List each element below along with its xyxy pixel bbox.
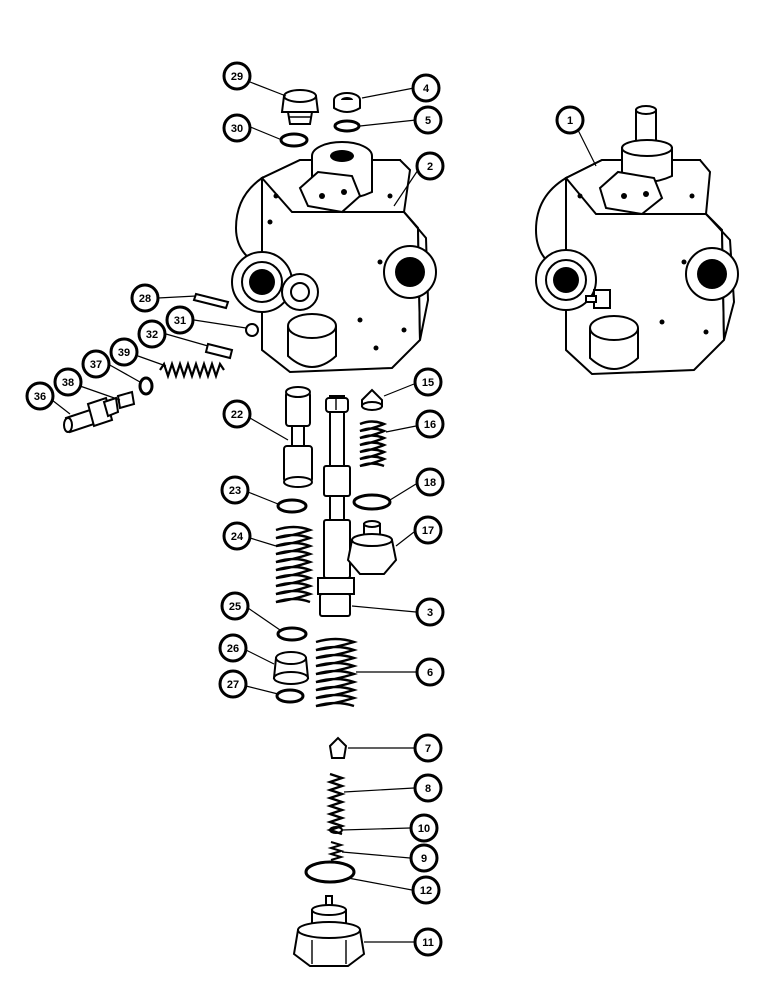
callout-label: 4 (423, 83, 430, 95)
callout-label: 37 (90, 359, 102, 371)
callout-15: 15 (413, 367, 443, 397)
callout-8: 8 (413, 773, 443, 803)
plug-17 (346, 520, 398, 575)
cup-26 (272, 651, 310, 685)
callout-25: 25 (220, 591, 250, 621)
callout-label: 12 (420, 885, 432, 897)
callout-37: 37 (81, 349, 111, 379)
callout-label: 24 (231, 531, 244, 543)
callout-label: 11 (422, 937, 434, 949)
poppet-15 (361, 388, 383, 411)
callout-5: 5 (413, 105, 443, 135)
spring-8 (326, 772, 346, 836)
callout-label: 1 (567, 115, 573, 127)
callout-18: 18 (415, 467, 445, 497)
washer-5 (333, 119, 361, 133)
callout-label: 28 (139, 293, 151, 305)
spring-16 (359, 420, 388, 468)
callout-label: 32 (146, 329, 158, 341)
callout-16: 16 (415, 409, 445, 439)
callout-23: 23 (220, 475, 250, 505)
cap-11 (292, 895, 366, 967)
callout-label: 25 (229, 601, 241, 613)
callout-label: 18 (424, 477, 436, 489)
washer-25 (276, 626, 308, 642)
fitting-36 (63, 396, 120, 434)
spring-24 (275, 525, 314, 604)
callout-label: 38 (62, 377, 74, 389)
callout-label: 22 (231, 409, 243, 421)
callout-label: 7 (425, 743, 431, 755)
callout-label: 5 (425, 115, 431, 127)
valve-body (231, 141, 437, 374)
leader-lines (51, 81, 597, 943)
callout-28: 28 (130, 283, 160, 313)
plunger-32 (204, 342, 234, 360)
callout-label: 2 (427, 161, 433, 173)
callout-label: 23 (229, 485, 241, 497)
o-ring-18 (352, 493, 392, 511)
callout-24: 24 (222, 521, 252, 551)
o-ring-30 (279, 132, 309, 148)
callout-4: 4 (411, 73, 441, 103)
spool-3 (317, 395, 355, 617)
callout-label: 15 (422, 377, 434, 389)
callout-10: 10 (409, 813, 439, 843)
o-ring-12 (304, 860, 356, 884)
callout-label: 26 (227, 643, 239, 655)
callout-label: 6 (427, 667, 433, 679)
callout-6: 6 (415, 657, 445, 687)
callout-label: 39 (118, 347, 130, 359)
callout-36: 36 (25, 381, 55, 411)
callout-30: 30 (222, 113, 252, 143)
callout-label: 9 (421, 853, 427, 865)
callout-label: 8 (425, 783, 431, 795)
nut-4 (333, 92, 361, 113)
plug-29 (280, 89, 320, 125)
poppet-7 (328, 736, 348, 759)
callout-3: 3 (415, 597, 445, 627)
callout-label: 16 (424, 419, 436, 431)
insert-38 (116, 390, 136, 410)
spool-22 (283, 386, 313, 488)
callout-11: 11 (413, 927, 443, 957)
callout-22: 22 (222, 399, 252, 429)
callout-1: 1 (555, 105, 585, 135)
ball-31 (245, 323, 259, 337)
spring-6 (315, 637, 358, 708)
valve-assembly (534, 105, 739, 376)
callout-39: 39 (109, 337, 139, 367)
callout-32: 32 (137, 319, 167, 349)
callout-7: 7 (413, 733, 443, 763)
callout-label: 10 (418, 823, 430, 835)
callout-label: 31 (174, 315, 186, 327)
callout-label: 30 (231, 123, 243, 135)
spring-39 (159, 360, 225, 380)
callout-26: 26 (218, 633, 248, 663)
ring-27 (275, 688, 305, 704)
pin-28 (192, 292, 230, 310)
callout-label: 36 (34, 391, 46, 403)
washer-23 (276, 498, 308, 514)
ring-37 (138, 376, 154, 396)
callout-17: 17 (413, 515, 443, 545)
callout-29: 29 (222, 61, 252, 91)
callout-label: 17 (422, 525, 434, 537)
callout-label: 3 (427, 607, 433, 619)
callout-38: 38 (53, 367, 83, 397)
callout-12: 12 (411, 875, 441, 905)
callout-2: 2 (415, 151, 445, 181)
callout-9: 9 (409, 843, 439, 873)
spring-9 (327, 841, 345, 861)
callout-label: 29 (231, 71, 243, 83)
callout-27: 27 (218, 669, 248, 699)
callout-label: 27 (227, 679, 239, 691)
callout-31: 31 (165, 305, 195, 335)
